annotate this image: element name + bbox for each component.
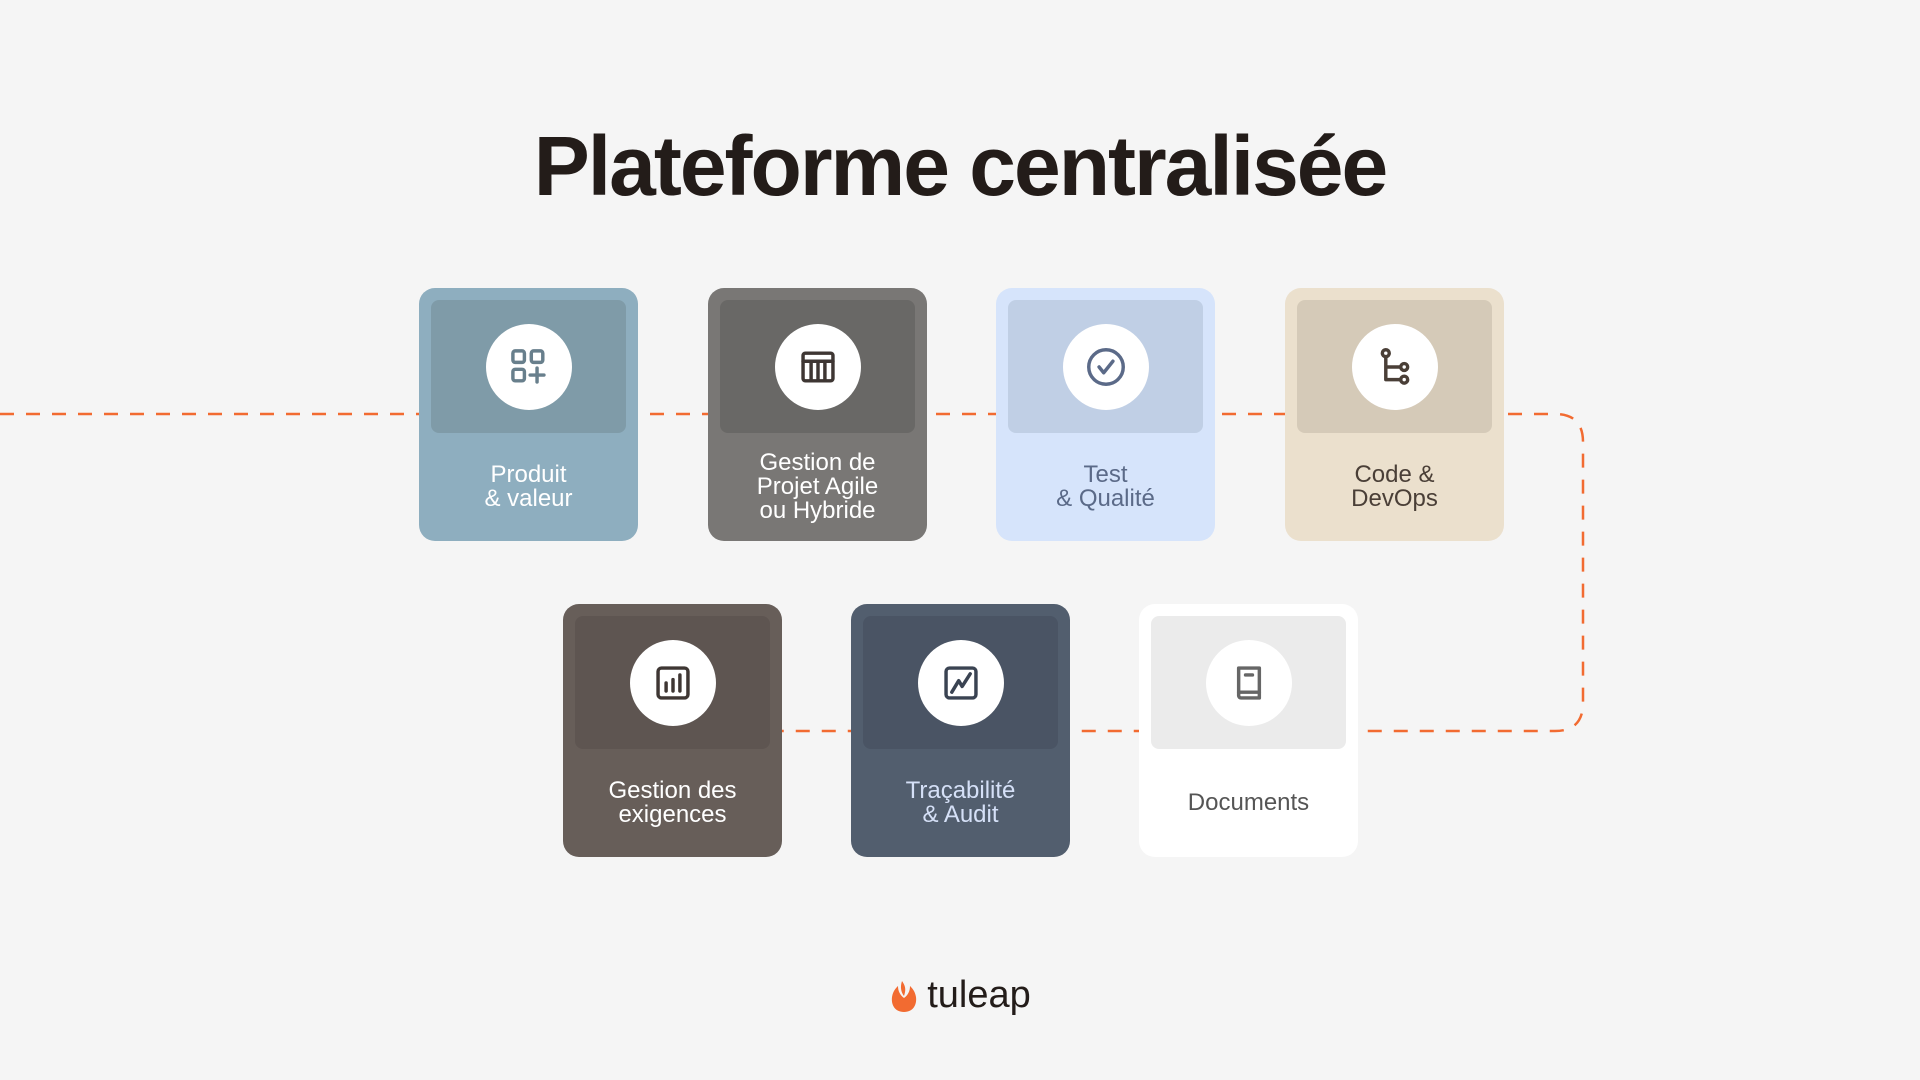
card-icon-panel	[1297, 300, 1492, 433]
icon-circle	[1205, 639, 1292, 726]
card-label-line: Documents	[1187, 789, 1310, 816]
card-label-line: Test	[1083, 461, 1128, 488]
tuleap-flame-icon	[892, 980, 917, 1012]
card-icon-panel	[1008, 300, 1203, 433]
card-label-line: & Qualité	[1056, 485, 1155, 512]
card-icon-panel	[431, 300, 626, 433]
icon-circle	[485, 323, 572, 410]
card-label: Traçabilité& Audit	[851, 749, 1070, 857]
card-label-line: Produit	[490, 461, 567, 488]
card-icon-panel	[575, 616, 770, 749]
icon-circle	[629, 639, 716, 726]
card-label-line: exigences	[618, 801, 727, 828]
card-produit-valeur[interactable]: Produit& valeur	[419, 288, 638, 541]
card-documents[interactable]: Documents	[1139, 604, 1358, 857]
icon-circle	[1351, 323, 1438, 410]
card-label-line: Gestion des	[608, 777, 737, 804]
logo-text: tuleap	[927, 974, 1031, 1016]
card-label: Test& Qualité	[996, 433, 1215, 541]
check-circle-icon	[1086, 347, 1125, 386]
card-label-line: & valeur	[484, 485, 573, 512]
page-title: Plateforme centralisée	[533, 119, 1388, 213]
card-label-line: DevOps	[1351, 485, 1438, 512]
book-icon	[1236, 665, 1261, 700]
card-label-line: ou Hybride	[759, 497, 876, 524]
tuleap-logo: tuleap	[0, 974, 1920, 1017]
card-label: Code &DevOps	[1285, 433, 1504, 541]
table-icon	[800, 350, 835, 383]
card-code-devops[interactable]: Code &DevOps	[1285, 288, 1504, 541]
card-icon-panel	[863, 616, 1058, 749]
icon-circle	[917, 639, 1004, 726]
card-label-line: Code &	[1354, 461, 1435, 488]
card-test-qualité[interactable]: Test& Qualité	[996, 288, 1215, 541]
card-traçabilité-audit[interactable]: Traçabilité& Audit	[851, 604, 1070, 857]
card-label: Produit& valeur	[419, 433, 638, 541]
card-label-line: Gestion de	[759, 449, 876, 476]
icon-circle	[774, 323, 861, 410]
card-label-line: Projet Agile	[756, 473, 879, 500]
bar-chart-icon	[655, 665, 690, 700]
apps-add-icon	[510, 348, 546, 384]
icon-circle	[1062, 323, 1149, 410]
card-label-line: Traçabilité	[905, 777, 1016, 804]
card-label-line: & Audit	[922, 801, 999, 828]
card-icon-panel	[1151, 616, 1346, 749]
trend-chart-icon	[943, 665, 978, 700]
card-label: Documents	[1139, 749, 1358, 857]
git-branch-icon	[1380, 347, 1409, 385]
card-icon-panel	[720, 300, 915, 433]
